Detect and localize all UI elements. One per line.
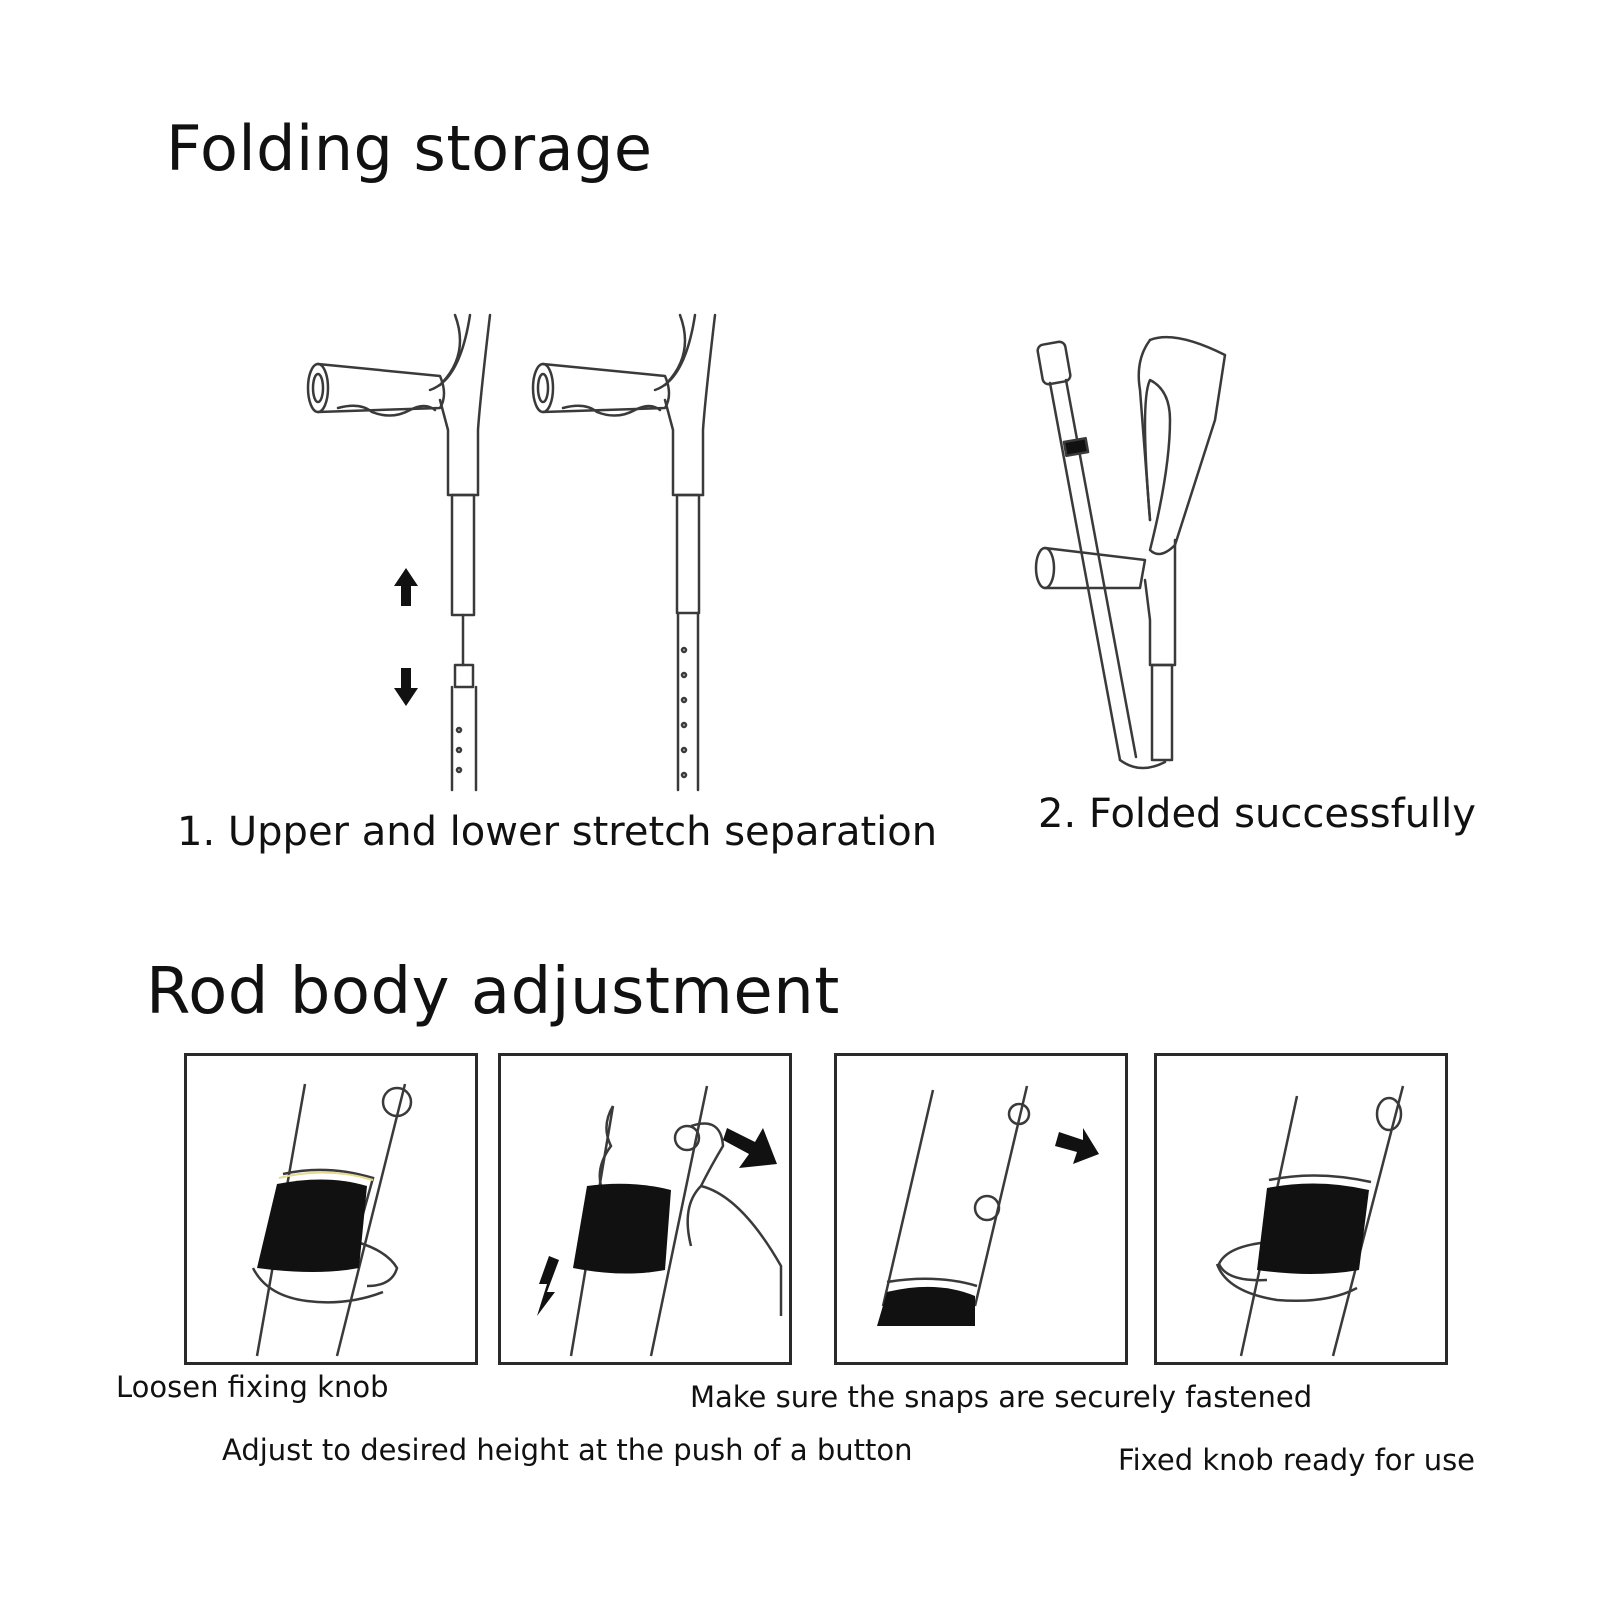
step-panel-fixed xyxy=(1154,1053,1448,1365)
crutch-separated-illustration xyxy=(306,313,492,792)
crutch-joined-illustration xyxy=(531,313,717,792)
up-down-arrow-icon xyxy=(537,1256,559,1316)
step-panel-adjust xyxy=(498,1053,792,1365)
separation-arrows xyxy=(394,568,418,706)
push-arrow-icon xyxy=(723,1128,777,1168)
separation-caption: 1. Upper and lower stretch separation xyxy=(177,809,938,855)
step-caption-snaps: Make sure the snaps are securely fastene… xyxy=(690,1380,1313,1414)
crutch-folded-illustration xyxy=(1034,335,1227,770)
folded-caption: 2. Folded successfully xyxy=(1038,791,1476,837)
step-caption-fixed: Fixed knob ready for use xyxy=(1118,1443,1476,1477)
step-caption-adjust: Adjust to desired height at the push of … xyxy=(222,1433,913,1467)
rod-adjustment-title: Rod body adjustment xyxy=(146,955,840,1029)
step-caption-loosen: Loosen fixing knob xyxy=(116,1370,389,1404)
right-arrow-icon xyxy=(1055,1128,1099,1164)
arrow-down-icon xyxy=(394,668,418,706)
arrow-up-icon xyxy=(394,568,418,606)
step-panel-loosen xyxy=(184,1053,478,1365)
folding-storage-title: Folding storage xyxy=(166,112,653,185)
step-panel-snaps xyxy=(834,1053,1128,1365)
